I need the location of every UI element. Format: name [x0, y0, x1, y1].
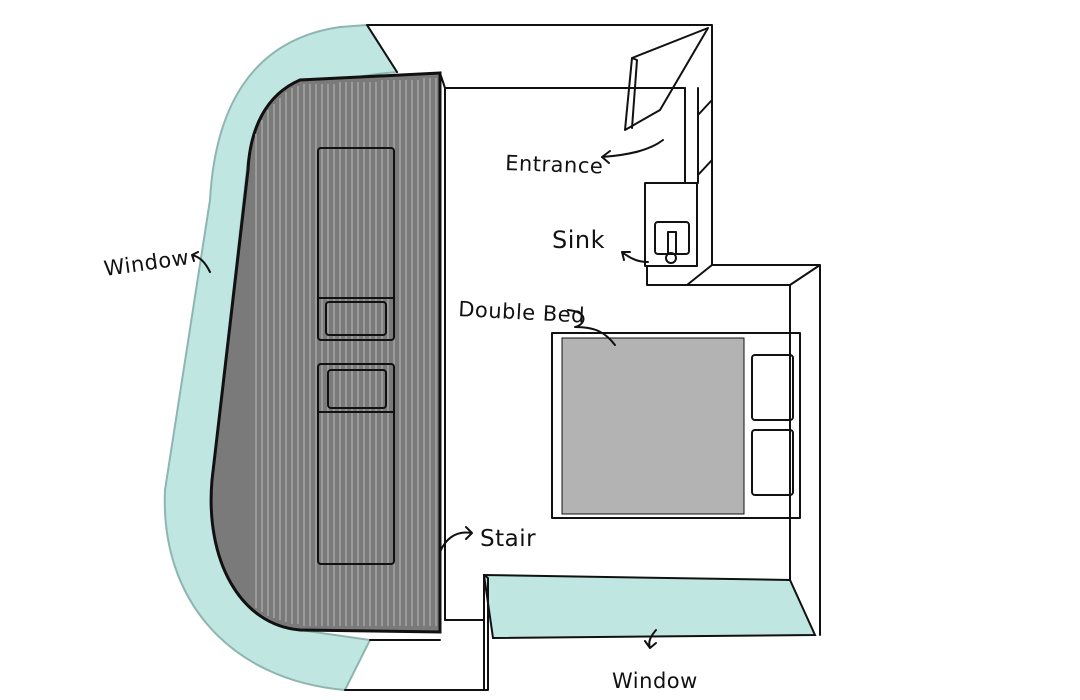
- right-wall: [686, 264, 821, 636]
- entrance-door: [624, 27, 709, 131]
- sink-tap: [665, 252, 677, 264]
- bottom-wall: [344, 574, 489, 691]
- entrance-label: Entrance: [505, 151, 604, 178]
- double-bed: [551, 332, 801, 519]
- sink-counter-base: [646, 264, 713, 286]
- single-bed-1-pillow: [325, 301, 387, 336]
- double-bed-cover: [561, 337, 745, 515]
- sink-cabinet: [644, 182, 698, 267]
- stair-arrow: [439, 526, 473, 553]
- sink-arrow: [621, 251, 649, 263]
- single-bed-2: [317, 363, 395, 565]
- entrance-arrow: [601, 139, 664, 164]
- window-left-label: Window: [102, 245, 190, 281]
- double-bed-pillow-2: [751, 429, 794, 496]
- stair-label: Stair: [480, 526, 536, 552]
- tatami-stripes: [255, 78, 437, 626]
- window-left-arrow: [191, 251, 211, 273]
- sink-basin: [654, 221, 690, 255]
- bottom-window: [482, 573, 817, 640]
- double-bed-arrow: [567, 309, 616, 346]
- top-wall: [366, 24, 713, 621]
- double-bed-pillow-1: [751, 354, 794, 421]
- sink-faucet: [667, 231, 677, 255]
- sink-label: Sink: [552, 226, 605, 254]
- single-bed-2-pillow: [327, 369, 387, 409]
- double-bed-label: Double Bed: [458, 297, 586, 328]
- entrance-wall: [684, 87, 713, 184]
- single-bed-1: [317, 147, 395, 341]
- window-bottom-label: Window: [612, 669, 698, 693]
- window-bottom-arrow: [644, 629, 657, 649]
